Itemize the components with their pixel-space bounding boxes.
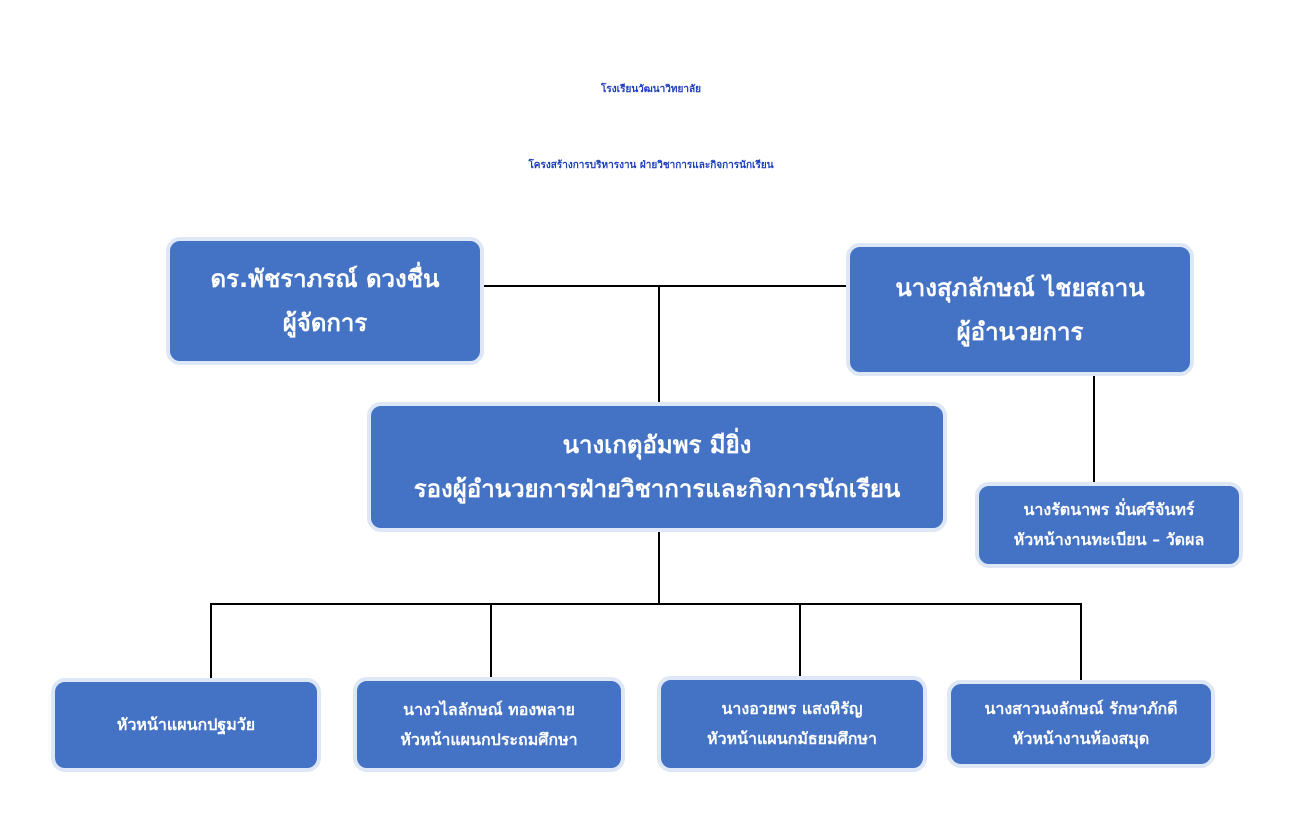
connector-to-secondary [799,604,801,676]
director-name: นางสุภลักษณ์ ไชยสถาน [895,273,1145,302]
library-name: นางสาวนงลักษณ์ รักษาภักดี [984,699,1178,718]
secondary-role: หัวหน้าแผนกมัธยมศึกษา [707,729,877,748]
director-box: นางสุภลักษณ์ ไชยสถาน ผู้อำนวยการ [846,243,1194,376]
connector-to-library [1080,604,1082,680]
library-role: หัวหน้างานห้องสมุด [1012,729,1150,748]
primary-name: นางวไลลักษณ์ ทองพลาย [403,699,575,719]
primary-box: นางวไลลักษณ์ ทองพลาย หัวหน้าแผนกประถมศึก… [353,677,625,772]
connector-to-primary [490,604,492,678]
connector-director-to-registrar [1093,376,1095,482]
manager-box: ดร.พัชราภรณ์ ดวงชื่น ผู้จัดการ [166,237,484,365]
manager-role: ผู้จัดการ [282,309,368,337]
registrar-name: นางรัตนาพร มั่นศรีจันทร์ [1023,500,1195,519]
connector-top-to-deputy [658,286,660,402]
connector-bottom-horizontal [210,603,1082,605]
chart-title: โครงสร้างการบริหารงาน ฝ่ายวิชาการและกิจก… [528,160,774,171]
connector-top-horizontal [484,285,846,287]
connector-to-preschool [210,604,212,682]
secondary-box: นางอวยพร แสงหิรัญ หัวหน้าแผนกมัธยมศึกษา [657,676,927,772]
director-role: ผู้อำนวยการ [956,317,1084,346]
secondary-name: นางอวยพร แสงหิรัญ [721,699,863,718]
registrar-box: นางรัตนาพร มั่นศรีจันทร์ หัวหน้างานทะเบี… [975,482,1243,568]
registrar-role: หัวหน้างานทะเบียน – วัดผล [1013,530,1205,549]
deputy-name: นางเกตุอัมพร มียิ่ง [562,431,752,459]
preschool-box: หัวหน้าแผนกปฐมวัย [51,678,321,772]
preschool-role: หัวหน้าแผนกปฐมวัย [116,715,256,734]
library-box: นางสาวนงลักษณ์ รักษาภักดี หัวหน้างานห้อง… [947,680,1215,768]
manager-name: ดร.พัชราภรณ์ ดวงชื่น [210,265,440,293]
deputy-box: นางเกตุอัมพร มียิ่ง รองผู้อำนวยการฝ่ายวิ… [367,402,947,532]
connector-deputy-down [658,532,660,604]
school-name: โรงเรียนวัฒนาวิทยาลัย [601,84,701,95]
deputy-role: รองผู้อำนวยการฝ่ายวิชาการและกิจการนักเรี… [413,475,901,503]
primary-role: หัวหน้าแผนกประถมศึกษา [400,729,578,749]
